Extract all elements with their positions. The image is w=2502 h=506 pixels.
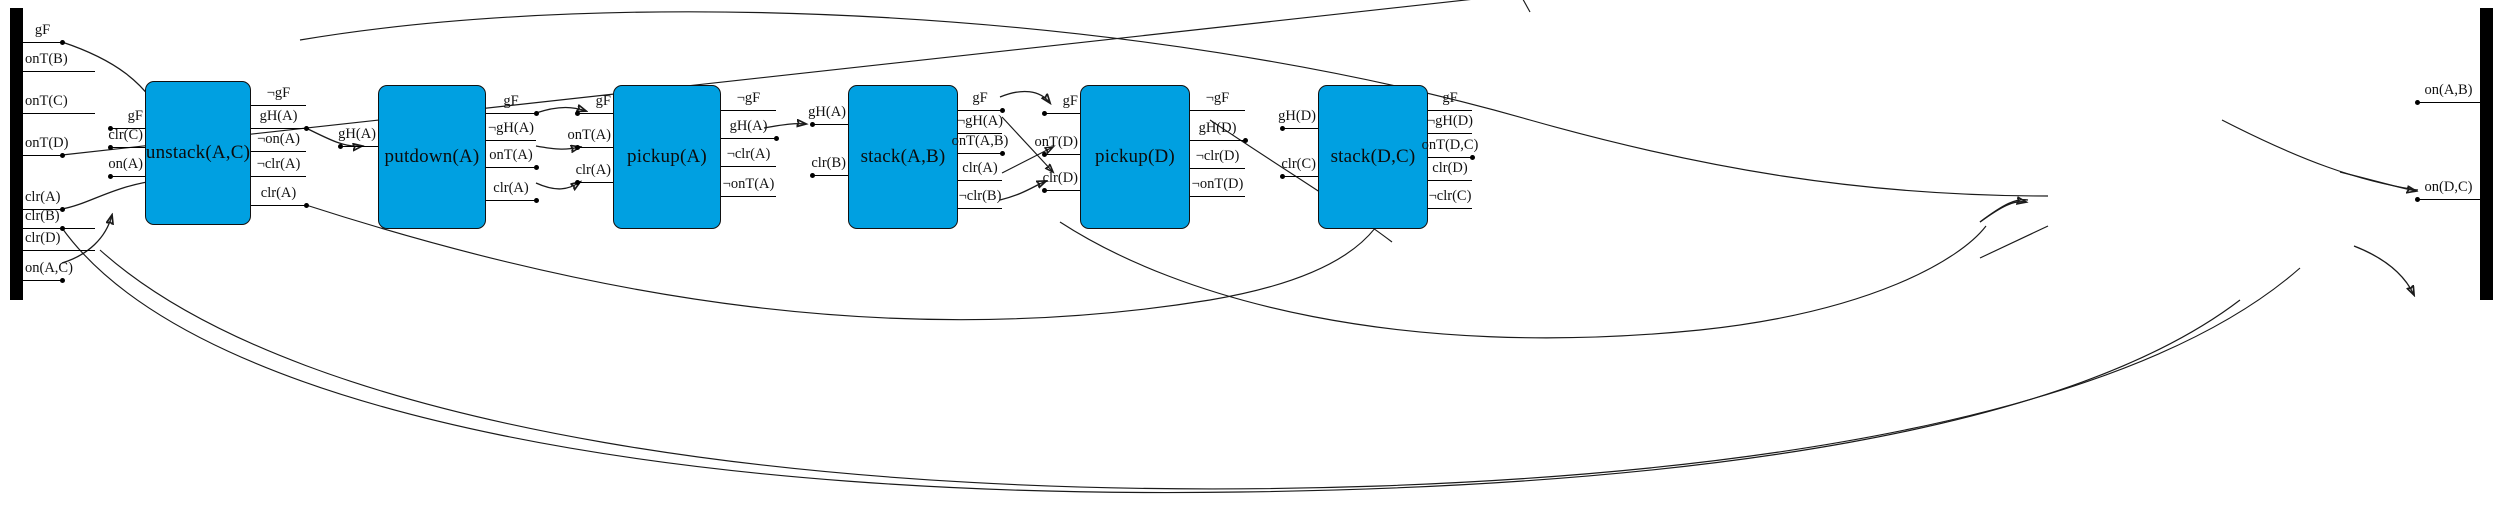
effect-label: clr(A) <box>260 185 297 201</box>
effect-label: ¬onT(D) <box>1191 176 1244 192</box>
initial-fact-label: clr(D) <box>25 230 61 246</box>
goal-state-rail <box>2480 8 2493 300</box>
goal-fact-label: on(A,B) <box>2424 82 2473 98</box>
precond-label: onT(A) <box>567 127 612 143</box>
action-stack-ab[interactable]: stack(A,B) <box>848 85 958 229</box>
precond-label: clr(C) <box>108 127 143 143</box>
action-label: stack(A,B) <box>860 146 946 167</box>
precond-label: gH(A) <box>338 126 376 142</box>
action-label: pickup(A) <box>627 146 707 167</box>
effect-label: gH(A) <box>259 108 298 124</box>
precond-label: gF <box>1062 93 1078 109</box>
effect-label: ¬on(A) <box>257 131 300 147</box>
action-stack-dc[interactable]: stack(D,C) <box>1318 85 1428 229</box>
effect-label: gF <box>503 93 519 109</box>
effect-label: gF <box>972 90 988 106</box>
effect-label: ¬clr(D) <box>1195 148 1240 164</box>
effect-label: gF <box>1442 90 1458 106</box>
effect-label: clr(A) <box>493 180 529 196</box>
initial-state-rail <box>10 8 23 300</box>
precond-label: clr(C) <box>1281 156 1316 172</box>
effect-label: ¬onT(A) <box>722 176 775 192</box>
precond-label: onT(D) <box>1034 134 1079 150</box>
precond-label: clr(D) <box>1042 170 1078 186</box>
effect-label: ¬clr(C) <box>1428 188 1472 204</box>
effect-label: ¬gF <box>1205 90 1230 106</box>
precond-label: clr(B) <box>811 155 846 171</box>
effect-label: ¬gH(A) <box>956 113 1004 129</box>
precond-label: gF <box>127 108 143 124</box>
precond-label: on(A) <box>108 156 143 172</box>
initial-fact-label: clr(A) <box>25 189 61 205</box>
effect-label: onT(A,B) <box>951 133 1009 149</box>
effect-label: clr(D) <box>1432 160 1468 176</box>
precond-label: gF <box>595 93 611 109</box>
goal-fact-label: on(D,C) <box>2424 179 2473 195</box>
effect-label: gH(D) <box>1198 120 1237 136</box>
initial-fact-label: onT(C) <box>25 93 68 109</box>
action-pickup-d[interactable]: pickup(D) <box>1080 85 1190 229</box>
effect-label: ¬clr(A) <box>256 156 301 172</box>
effect-label: ¬gH(D) <box>1426 113 1474 129</box>
initial-fact-label: onT(D) <box>25 135 69 151</box>
action-pickup-a[interactable]: pickup(A) <box>613 85 721 229</box>
action-unstack[interactable]: unstack(A,C) <box>145 81 251 225</box>
action-label: stack(D,C) <box>1330 146 1416 167</box>
effect-label: ¬gH(A) <box>487 120 535 136</box>
effect-label: clr(A) <box>962 160 998 176</box>
precond-label: gH(A) <box>808 104 846 120</box>
effect-label: ¬gF <box>266 85 291 101</box>
action-label: putdown(A) <box>384 146 480 167</box>
effect-label: gH(A) <box>729 118 768 134</box>
action-putdown[interactable]: putdown(A) <box>378 85 486 229</box>
precond-label: gH(D) <box>1278 108 1316 124</box>
initial-fact-label: gF <box>34 22 51 38</box>
precond-label: clr(A) <box>575 162 611 178</box>
effect-label: onT(A) <box>489 147 533 163</box>
initial-fact-label: on(A,C) <box>25 260 73 276</box>
action-label: pickup(D) <box>1095 146 1175 167</box>
effect-label: ¬clr(A) <box>726 146 771 162</box>
effect-label: ¬clr(B) <box>958 188 1002 204</box>
effect-label: ¬gF <box>736 90 761 106</box>
initial-fact-label: clr(B) <box>25 208 60 224</box>
action-label: unstack(A,C) <box>145 142 251 163</box>
effect-label: onT(D,C) <box>1421 137 1479 153</box>
initial-fact-label: onT(B) <box>25 51 68 67</box>
